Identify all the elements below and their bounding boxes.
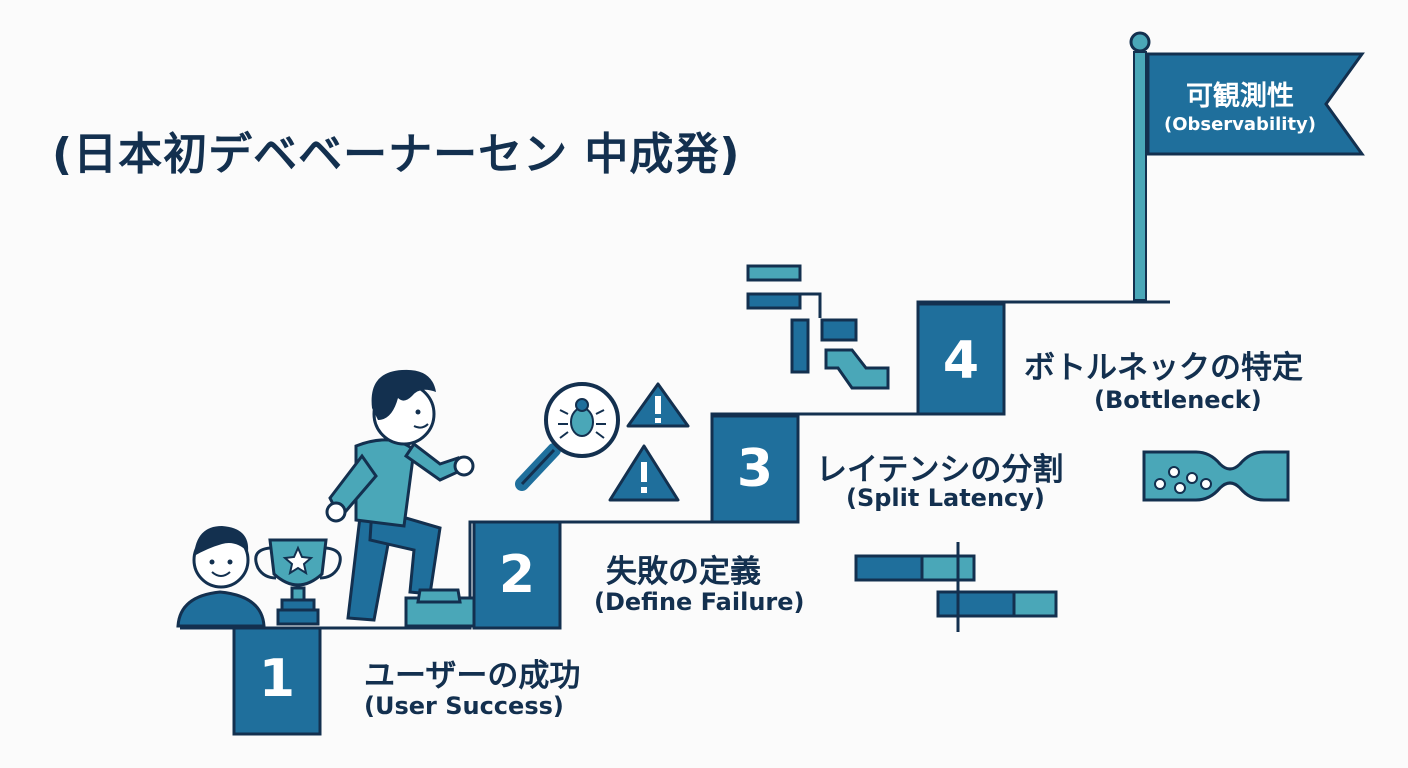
- step-number-4: 4: [942, 331, 980, 391]
- user-avatar-icon: [176, 526, 266, 628]
- trace-waterfall-icon: [746, 264, 890, 390]
- step-label-jp-3: レイテンシの分割: [816, 452, 1064, 488]
- step-label-jp-2: 失敗の定義: [606, 554, 761, 590]
- bottleneck-pipe-icon: [1142, 450, 1290, 502]
- goal-label-jp: 可観測性: [1186, 81, 1294, 112]
- flag-icon: [1129, 31, 1365, 301]
- step-label-en-3: (Split Latency): [846, 484, 1045, 512]
- latency-split-icon: [854, 542, 1058, 632]
- step-block-1: [232, 626, 322, 736]
- climbing-person-icon: [325, 369, 476, 628]
- step-block-2: [472, 520, 562, 630]
- step-label-en-4: (Bottleneck): [1094, 386, 1262, 414]
- trophy-icon: [254, 538, 342, 626]
- step-block-4: [916, 302, 1006, 416]
- warning-icon-2: [608, 444, 680, 502]
- magnifier-bug-icon: [515, 382, 620, 491]
- goal-label-en: (Observability): [1163, 114, 1317, 135]
- warning-icon: [626, 382, 690, 428]
- step-label-en-2: (Define Failure): [594, 588, 805, 616]
- step-number-1: 1: [258, 649, 296, 709]
- step-label-en-1: (User Success): [364, 692, 564, 720]
- step-label-jp-1: ユーザーの成功: [364, 658, 581, 694]
- step-block-3: [710, 414, 800, 524]
- step-number-3: 3: [736, 439, 774, 499]
- step-number-2: 2: [498, 545, 536, 605]
- step-label-jp-4: ボトルネックの特定: [1024, 350, 1303, 386]
- page-title: (日本初デベベーナーセン 中成発): [52, 129, 741, 180]
